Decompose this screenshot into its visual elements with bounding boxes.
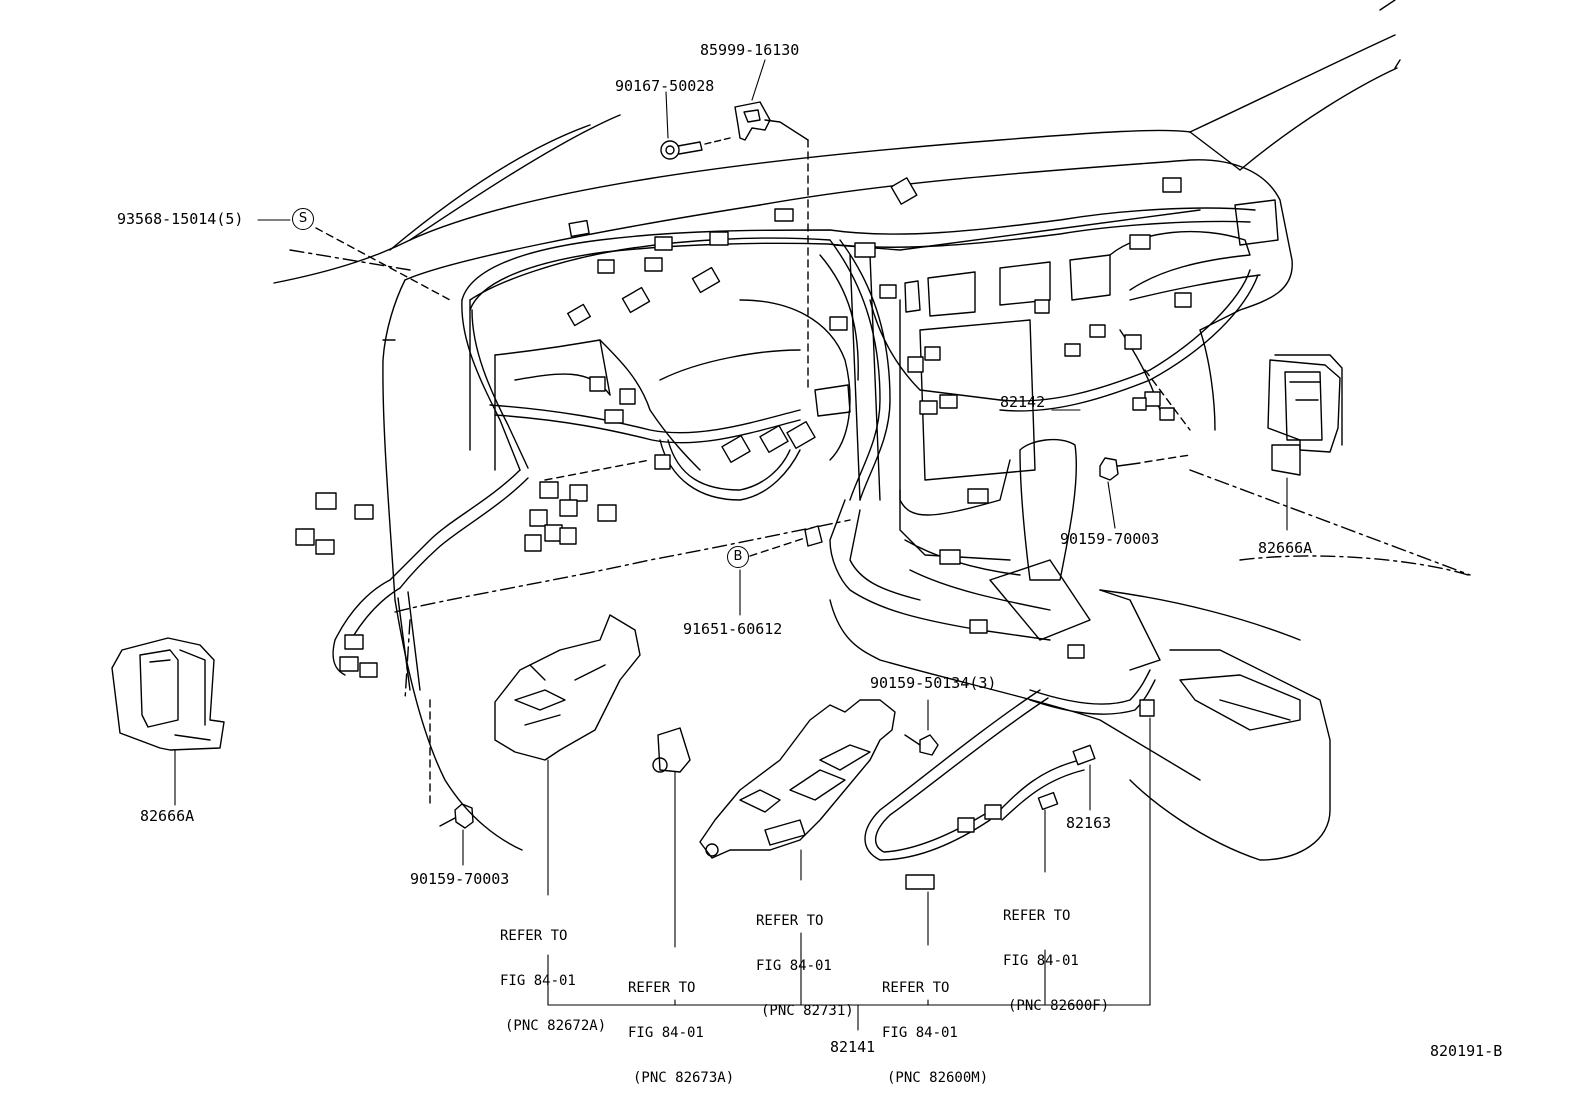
refer-line: REFER TO	[628, 980, 696, 996]
part-label-90159-70003-left: 90159-70003	[410, 870, 510, 888]
refer-line: FIG 84-01	[500, 973, 576, 989]
refer-line: FIG 84-01	[628, 1025, 704, 1041]
part-label-82666A-left: 82666A	[140, 807, 195, 825]
dashed-leads	[315, 227, 1191, 557]
junction-bracket	[494, 614, 641, 761]
connectors	[295, 177, 1192, 890]
clip-91651	[804, 525, 823, 547]
part-label-93568-15014: 93568-15014(5)	[117, 210, 244, 228]
marker-b-circle: B	[727, 546, 749, 568]
refer-line: (PNC 82731)	[761, 1003, 854, 1019]
part-label-82142: 82142	[1000, 393, 1046, 411]
body-outline	[273, 0, 1401, 851]
refer-block-82600M: REFER TO FIG 84-01 (PNC 82600M)	[882, 951, 988, 1101]
bolt-90167	[660, 137, 731, 160]
marker-s-circle: S	[292, 208, 314, 230]
wire-harness	[332, 207, 1259, 861]
part-label-90159-70003-right: 90159-70003	[1060, 530, 1160, 548]
callout-leaders	[174, 59, 1288, 1031]
refer-line: REFER TO	[756, 913, 824, 929]
screw-90159-70003-right	[1099, 454, 1191, 481]
relay-block-left	[111, 637, 225, 751]
refer-line: (PNC 82600F)	[1008, 998, 1110, 1014]
screw-90159-70003-left	[429, 699, 474, 829]
refer-line: (PNC 82600M)	[887, 1070, 989, 1086]
clip-82673A	[652, 727, 691, 773]
refer-line: (PNC 82672A)	[505, 1018, 607, 1034]
drawing-number: 820191-B	[1430, 1042, 1503, 1060]
connector-bracket-center	[807, 139, 851, 417]
refer-line: FIG 84-01	[756, 958, 832, 974]
refer-line: FIG 84-01	[882, 1025, 958, 1041]
relay-block-right	[1267, 354, 1343, 476]
screw-90159-50134	[904, 734, 939, 756]
part-label-90159-50134: 90159-50134(3)	[870, 674, 997, 692]
refer-line: FIG 84-01	[1003, 953, 1079, 969]
junction-block	[699, 699, 896, 859]
part-label-82141: 82141	[830, 1038, 876, 1056]
refer-block-82600F: REFER TO FIG 84-01 (PNC 82600F)	[1003, 879, 1109, 1029]
part-label-82666A-right: 82666A	[1258, 539, 1313, 557]
center-console	[829, 438, 1331, 861]
leader-lines	[289, 249, 1471, 701]
part-label-90167-50028: 90167-50028	[615, 77, 715, 95]
refer-block-82672A: REFER TO FIG 84-01 (PNC 82672A)	[500, 899, 606, 1049]
part-label-85999-16130: 85999-16130	[700, 41, 800, 59]
refer-block-82731: REFER TO FIG 84-01 (PNC 82731)	[756, 884, 854, 1034]
part-label-82163: 82163	[1066, 814, 1112, 832]
refer-line: REFER TO	[500, 928, 568, 944]
refer-line: REFER TO	[882, 980, 950, 996]
refer-line: REFER TO	[1003, 908, 1071, 924]
refer-block-82673A: REFER TO FIG 84-01 (PNC 82673A)	[628, 951, 734, 1101]
refer-line: (PNC 82673A)	[633, 1070, 735, 1086]
part-label-91651-60612: 91651-60612	[683, 620, 783, 638]
bracket-85999	[734, 101, 809, 141]
